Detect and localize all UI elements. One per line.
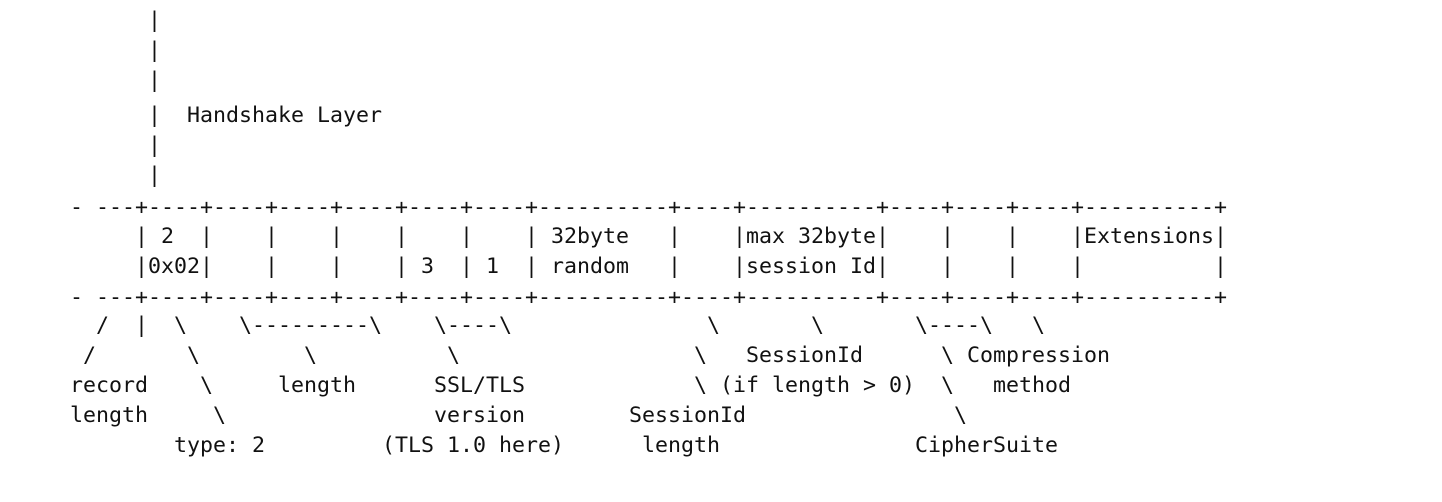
diagram-line-2: |: [70, 38, 162, 63]
diagram-border-bottom: - ---+----+----+----+----+----+----+----…: [70, 285, 1228, 310]
diagram-line-12: / \ \ \ \ SessionId \ Compression: [70, 343, 1111, 368]
diagram-line-14: length \ version SessionId \: [70, 403, 968, 428]
diagram-line-6: |: [70, 163, 162, 188]
diagram-line-15: type: 2 (TLS 1.0 here) length CipherSuit…: [70, 433, 1059, 458]
diagram-line-13: record \ length SSL/TLS \ (if length > 0…: [70, 373, 1072, 398]
diagram-row-2: |0x02| | | | 3 | 1 | random | |session I…: [70, 254, 1228, 279]
diagram-line-11: / | \ \---------\ \----\ \ \ \----\ \: [70, 313, 1046, 338]
diagram-line-4: | Handshake Layer: [70, 103, 383, 128]
diagram-border-top: - ---+----+----+----+----+----+----+----…: [70, 195, 1228, 220]
diagram-line-3: |: [70, 68, 162, 93]
diagram-line-1: |: [70, 8, 162, 33]
diagram-row-1: | 2 | | | | | | 32byte | |max 32byte| | …: [70, 224, 1228, 249]
diagram-line-5: |: [70, 133, 162, 158]
